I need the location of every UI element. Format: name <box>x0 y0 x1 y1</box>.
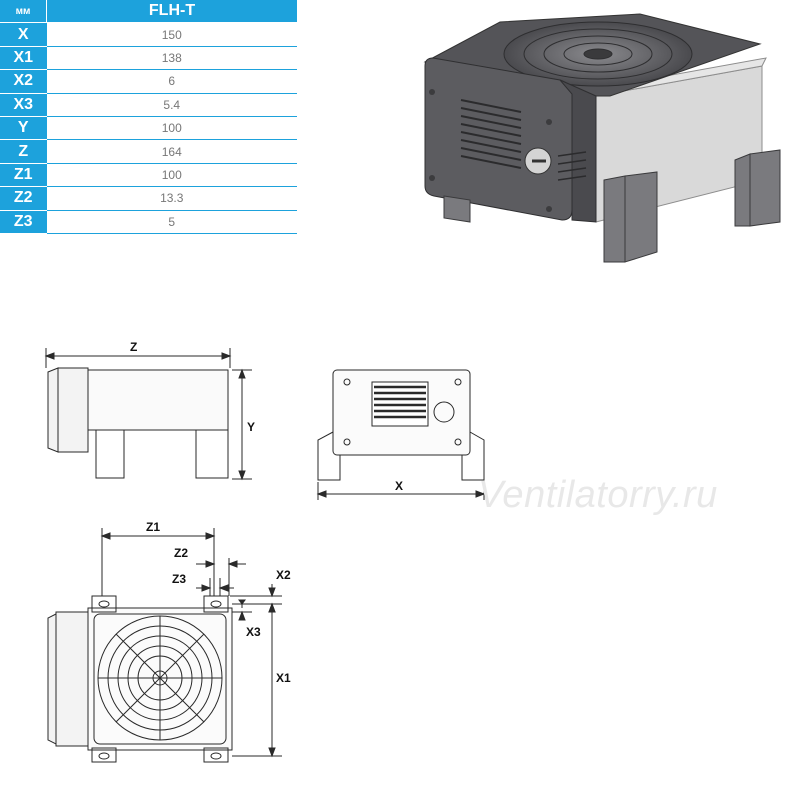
dimension-value: 6 <box>46 69 297 94</box>
heater-3d-illustration <box>423 13 781 263</box>
dimension-key: Z2 <box>0 186 47 211</box>
dimension-value: 5.4 <box>46 93 297 117</box>
dimension-key: X1 <box>0 46 47 71</box>
dimension-value: 138 <box>46 46 297 71</box>
dimension-key: X3 <box>0 93 47 117</box>
table-header-row: мм FLH-T <box>0 0 297 24</box>
dimension-key: X2 <box>0 69 47 94</box>
air-vent <box>460 99 522 169</box>
top-view-drawing: Z1 Z2 Z3 X2 X3 X1 <box>47 520 291 763</box>
front-view-drawing: X <box>316 369 486 500</box>
dimension-value: 100 <box>46 116 297 141</box>
watermark: Ventilatorry.ru <box>478 474 718 516</box>
dim-label-z: Z <box>130 340 137 354</box>
side-view-drawing: Z Y <box>44 340 255 481</box>
dimension-value: 150 <box>46 22 297 47</box>
dim-label-y: Y <box>247 420 255 434</box>
dimension-value: 13.3 <box>46 186 297 211</box>
unit-header: мм <box>0 0 47 24</box>
dim-label-z3: Z3 <box>172 572 186 586</box>
dimension-value: 164 <box>46 139 297 164</box>
dim-label-z2: Z2 <box>174 546 188 560</box>
dimension-key: Z1 <box>0 163 47 188</box>
dimension-value: 100 <box>46 163 297 188</box>
dim-label-x3: X3 <box>246 625 261 639</box>
dim-label-z1: Z1 <box>146 520 160 534</box>
dimension-key: Y <box>0 116 47 141</box>
top-fan-grille <box>93 613 227 745</box>
dim-label-x2: X2 <box>276 568 291 582</box>
dimension-key: Z3 <box>0 210 47 234</box>
model-header: FLH-T <box>46 0 297 24</box>
mounting-feet <box>443 149 781 263</box>
dimension-key: Z <box>0 139 47 164</box>
dimension-value: 5 <box>46 210 297 234</box>
dim-label-x: X <box>395 479 403 493</box>
dimension-key: X <box>0 22 47 47</box>
dim-label-x1: X1 <box>276 671 291 685</box>
